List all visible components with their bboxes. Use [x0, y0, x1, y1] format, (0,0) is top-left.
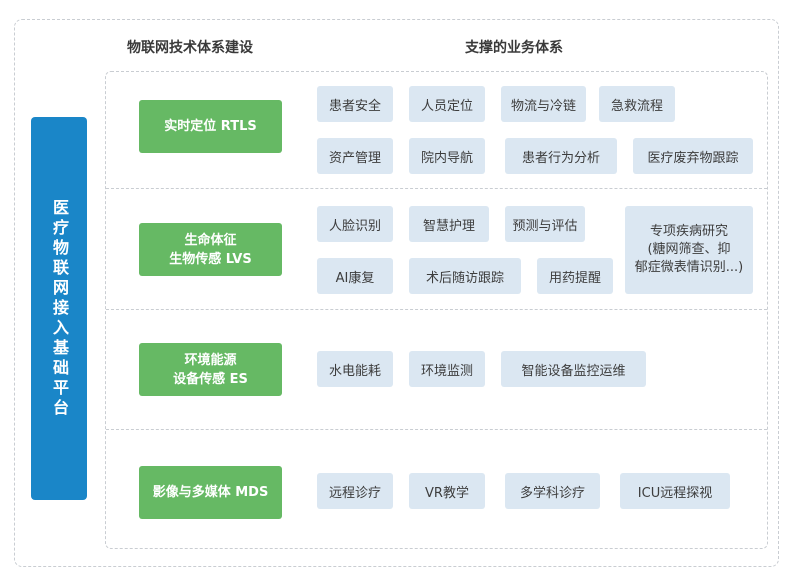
tech-box-rtls: 实时定位 RTLS [139, 100, 282, 153]
research-line: 郁症微表情识别...) [634, 260, 744, 275]
tech-label: 生物传感 LVS [169, 251, 252, 267]
business-box: 用药提醒 [537, 258, 613, 294]
business-box: 物流与冷链 [501, 86, 586, 122]
business-box: 资产管理 [317, 138, 393, 174]
business-box: ICU远程探视 [620, 473, 730, 509]
business-box: 水电能耗 [317, 351, 393, 387]
business-box: 远程诊疗 [317, 473, 393, 509]
tech-box-es: 环境能源 设备传感 ES [139, 343, 282, 396]
business-box: 术后随访跟踪 [409, 258, 521, 294]
business-box: 患者安全 [317, 86, 393, 122]
tech-box-lvs: 生命体征 生物传感 LVS [139, 223, 282, 276]
inner-frame [105, 71, 768, 549]
business-box: 智慧护理 [409, 206, 489, 242]
tech-label: 生命体征 [184, 232, 237, 248]
row-divider [106, 429, 767, 430]
business-box: 医疗废弃物跟踪 [633, 138, 753, 174]
platform-bar: 医疗物联网接入基础平台 [31, 117, 87, 500]
business-box: 预测与评估 [505, 206, 585, 242]
row-divider [106, 309, 767, 310]
tech-label: 影像与多媒体 MDS [152, 485, 269, 500]
research-box: 专项疾病研究 (糖网筛查、抑 郁症微表情识别...) [625, 206, 753, 294]
tech-label: 环境能源 [184, 352, 237, 368]
platform-label: 医疗物联网接入基础平台 [50, 198, 69, 419]
tech-system-header: 物联网技术体系建设 [127, 40, 253, 56]
business-box: 急救流程 [599, 86, 675, 122]
business-box: 环境监测 [409, 351, 485, 387]
business-box: 人员定位 [409, 86, 485, 122]
business-box: 人脸识别 [317, 206, 393, 242]
research-line: (糖网筛查、抑 [647, 242, 731, 257]
business-box: 患者行为分析 [505, 138, 617, 174]
outer-frame [14, 19, 779, 567]
business-box: 智能设备监控运维 [501, 351, 646, 387]
business-box: 院内导航 [409, 138, 485, 174]
business-box: VR教学 [409, 473, 485, 509]
tech-box-mds: 影像与多媒体 MDS [139, 466, 282, 519]
business-box: 多学科诊疗 [505, 473, 600, 509]
tech-label: 设备传感 ES [173, 371, 248, 387]
research-line: 专项疾病研究 [649, 224, 728, 239]
business-system-header: 支撑的业务体系 [465, 40, 563, 56]
row-divider [106, 188, 767, 189]
business-box: AI康复 [317, 258, 393, 294]
tech-label: 实时定位 RTLS [164, 119, 257, 134]
